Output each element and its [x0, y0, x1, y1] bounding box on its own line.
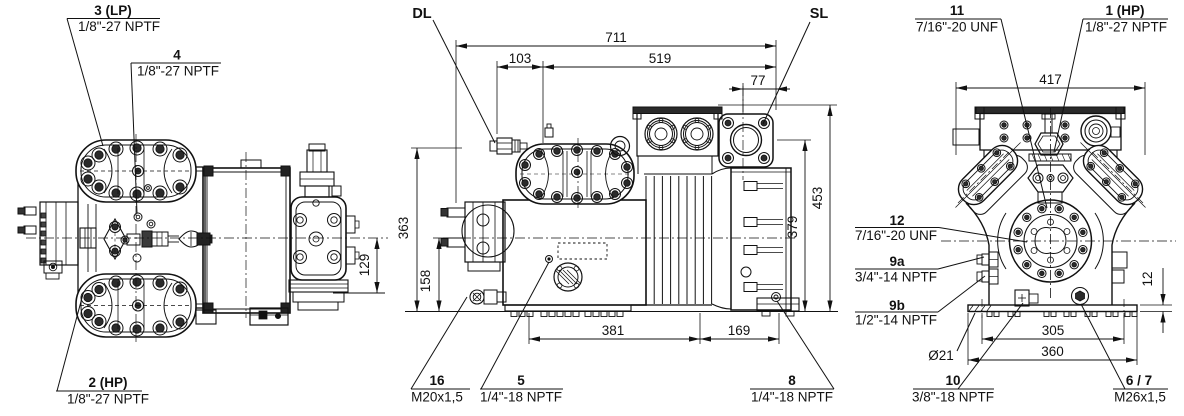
svg-text:3 (LP): 3 (LP) [94, 3, 132, 18]
svg-text:129: 129 [357, 254, 372, 277]
svg-text:1/8"-27 NPTF: 1/8"-27 NPTF [1085, 20, 1167, 35]
svg-text:519: 519 [649, 51, 672, 66]
svg-text:1/8"-27 NPTF: 1/8"-27 NPTF [67, 392, 149, 407]
svg-text:417: 417 [1039, 72, 1062, 87]
svg-text:DL: DL [412, 6, 431, 22]
svg-text:77: 77 [750, 73, 765, 88]
svg-text:5: 5 [517, 373, 525, 388]
svg-text:6 / 7: 6 / 7 [1126, 373, 1152, 388]
svg-text:711: 711 [605, 30, 627, 45]
svg-text:9b: 9b [889, 298, 905, 313]
svg-text:1/2"-14 NPTF: 1/2"-14 NPTF [855, 313, 937, 328]
svg-text:SL: SL [810, 6, 829, 22]
svg-text:2 (HP): 2 (HP) [88, 375, 127, 390]
svg-text:3/8"-18 NPTF: 3/8"-18 NPTF [912, 390, 994, 405]
svg-text:16: 16 [429, 373, 445, 388]
svg-text:1/8"-27 NPTF: 1/8"-27 NPTF [78, 19, 160, 34]
svg-text:Ø21: Ø21 [928, 348, 954, 363]
svg-text:M20x1,5: M20x1,5 [411, 390, 463, 405]
svg-text:360: 360 [1041, 344, 1064, 359]
svg-text:M26x1,5: M26x1,5 [1114, 390, 1166, 405]
svg-text:10: 10 [945, 373, 960, 388]
svg-text:12: 12 [889, 213, 904, 228]
svg-text:7/16"-20 UNF: 7/16"-20 UNF [855, 228, 937, 243]
svg-text:4: 4 [173, 48, 181, 63]
svg-text:12: 12 [1140, 271, 1155, 286]
svg-text:379: 379 [785, 216, 800, 239]
svg-text:363: 363 [396, 217, 411, 240]
svg-text:11: 11 [950, 3, 965, 18]
svg-text:8: 8 [788, 373, 796, 388]
svg-text:169: 169 [728, 323, 751, 338]
svg-text:1/8"-27 NPTF: 1/8"-27 NPTF [137, 64, 219, 79]
svg-text:1/4"-18 NPTF: 1/4"-18 NPTF [480, 390, 562, 405]
svg-text:305: 305 [1042, 323, 1065, 338]
svg-text:1/4"-18 NPTF: 1/4"-18 NPTF [751, 390, 833, 405]
svg-text:158: 158 [418, 270, 433, 293]
svg-text:381: 381 [602, 323, 625, 338]
svg-text:453: 453 [810, 187, 825, 210]
svg-text:9a: 9a [889, 254, 905, 269]
svg-text:3/4"-14 NPTF: 3/4"-14 NPTF [855, 270, 937, 285]
svg-text:1 (HP): 1 (HP) [1105, 3, 1144, 18]
svg-text:7/16"-20 UNF: 7/16"-20 UNF [916, 20, 998, 35]
svg-text:103: 103 [509, 51, 532, 66]
